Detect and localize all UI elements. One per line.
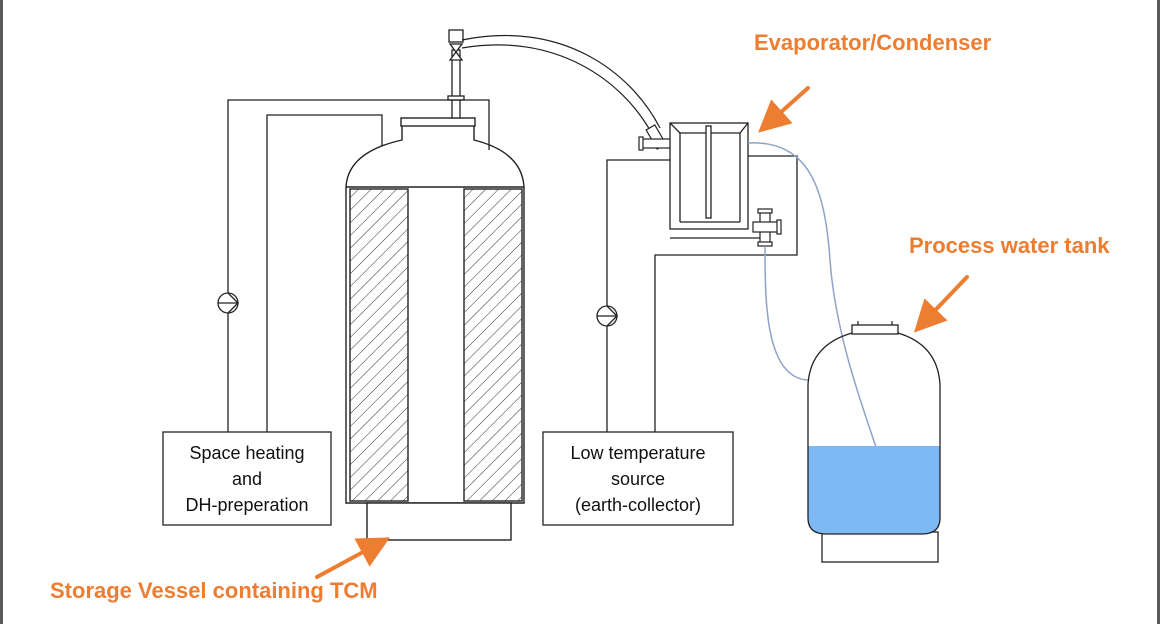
tcm-left-hatch bbox=[349, 188, 409, 502]
vessel-base-stand bbox=[366, 502, 512, 541]
low-temp-line-2: source bbox=[610, 469, 666, 489]
vessel-dome bbox=[345, 126, 525, 504]
evaporator-condenser-label: Evaporator/Condenser bbox=[754, 30, 992, 55]
vessel-top-flange bbox=[400, 117, 476, 127]
low-temp-source-box bbox=[542, 431, 734, 526]
left-frame-border bbox=[0, 0, 3, 624]
right-frame-border bbox=[1157, 0, 1160, 624]
process-tank-arrow bbox=[913, 275, 969, 333]
tank-base-stand bbox=[821, 531, 939, 563]
vapour-hose bbox=[461, 35, 661, 133]
space-heating-circuit bbox=[227, 99, 490, 432]
space-heating-box-text: Space heating and DH-preperation bbox=[163, 440, 331, 518]
space-heating-pump-icon bbox=[217, 292, 239, 314]
low-temperature-circuit bbox=[606, 155, 798, 432]
evaporator-baffle bbox=[705, 125, 712, 219]
low-temp-line-1: Low temperature bbox=[570, 443, 706, 463]
callout-arrows bbox=[315, 86, 969, 579]
process-water-tank-label: Process water tank bbox=[909, 233, 1110, 258]
storage-vessel-label: Storage Vessel containing TCM bbox=[50, 578, 378, 603]
evaporator-drain-fitting bbox=[752, 208, 782, 247]
space-heating-box bbox=[162, 431, 332, 526]
low-temp-pump-icon bbox=[596, 305, 618, 327]
space-heating-line-1: Space heating bbox=[189, 443, 305, 463]
space-heating-line-2: and bbox=[231, 469, 263, 489]
evaporator-condenser bbox=[669, 122, 749, 230]
tank-body bbox=[807, 332, 941, 535]
low-temp-source-box-text: Low temperature source (earth-collector) bbox=[543, 440, 733, 518]
valve-handle bbox=[448, 29, 464, 43]
storage-vessel bbox=[345, 117, 525, 541]
low-temp-line-3: (earth-collector) bbox=[574, 495, 702, 515]
evaporator-arrow bbox=[758, 86, 810, 133]
space-heating-line-3: DH-preperation bbox=[185, 495, 309, 515]
storage-vessel-arrow bbox=[315, 537, 391, 579]
process-water-hoses bbox=[747, 142, 877, 448]
tcm-right-hatch bbox=[463, 188, 523, 502]
vessel-vapour-pipe bbox=[447, 29, 465, 119]
process-water-tank bbox=[807, 321, 941, 563]
tank-top-flange bbox=[851, 324, 899, 335]
tank-water-fill bbox=[808, 446, 940, 534]
